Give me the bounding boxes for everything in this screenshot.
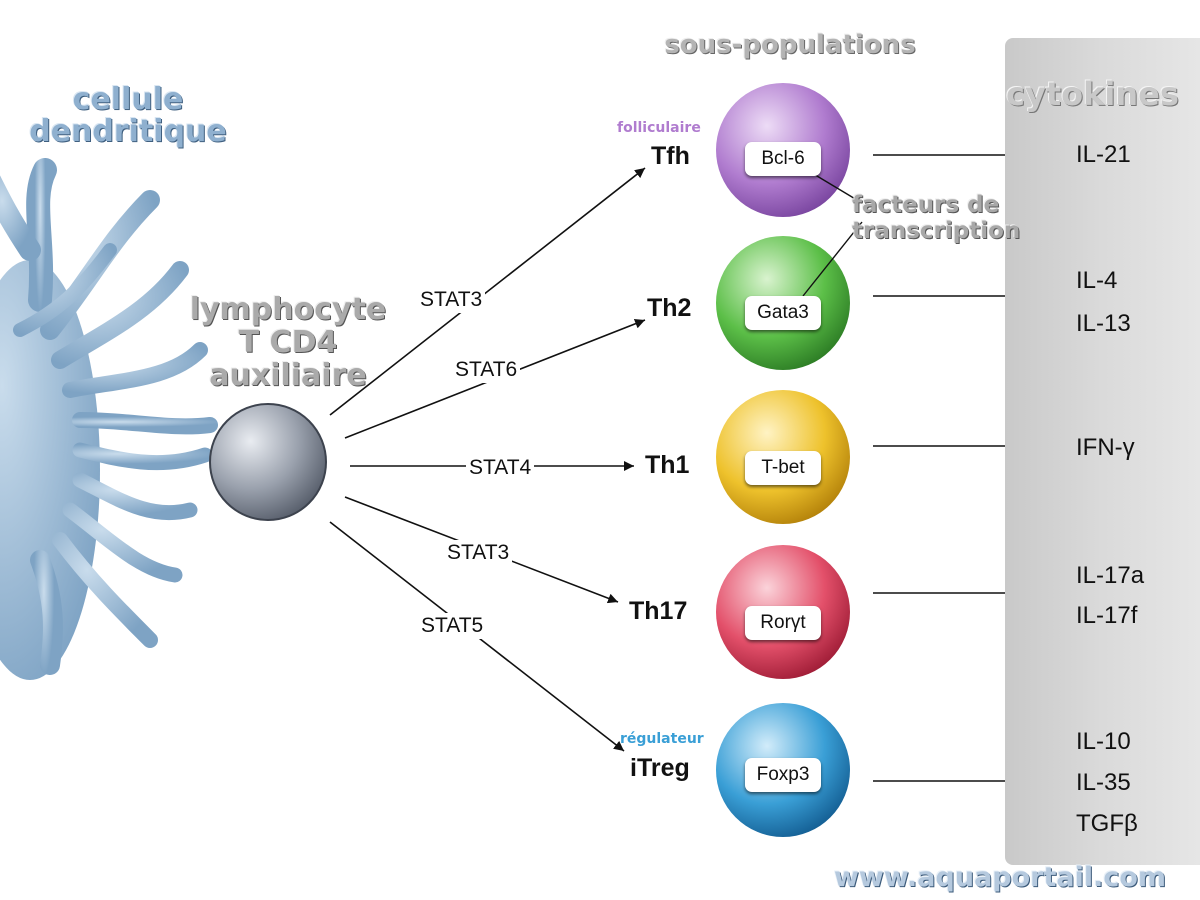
- cytokine-il10: IL-10: [1076, 728, 1131, 755]
- th1-name: Th1: [645, 451, 690, 479]
- tf-label-bcl6: Bcl-6: [745, 142, 821, 176]
- subpopulations-title: sous-populations: [664, 30, 916, 60]
- cytokine-il17a: IL-17a: [1076, 562, 1145, 589]
- lymphocyte-cell: [209, 403, 327, 521]
- tf-label-rorgt: Rorγt: [745, 606, 821, 640]
- tf-label-gata3: Gata3: [745, 296, 821, 330]
- transcription-factors-line1: facteurs de: [852, 192, 1000, 218]
- itreg-qualifier: régulateur: [620, 731, 704, 747]
- cytokine-il13: IL-13: [1076, 310, 1131, 337]
- lymphocyte-title: lymphocyte T CD4 auxiliaire: [168, 293, 408, 392]
- transcription-factors-title: facteurs de transcription: [852, 192, 1052, 244]
- stat-label-tfh: STAT3: [417, 287, 486, 313]
- stat-label-th1: STAT4: [466, 455, 535, 481]
- transcription-factors-line2: transcription: [852, 218, 1021, 244]
- cytokine-il21: IL-21: [1076, 141, 1131, 168]
- tfh-name: Tfh: [651, 142, 690, 170]
- cytokine-il4: IL-4: [1076, 267, 1118, 294]
- tf-label-foxp3: Foxp3: [745, 758, 821, 792]
- watermark-url: www.aquaportail.com: [833, 862, 1167, 893]
- cytokine-il17f: IL-17f: [1076, 602, 1138, 629]
- lymphocyte-title-line3: auxiliaire: [209, 358, 367, 393]
- cytokines-title: cytokines: [1006, 75, 1179, 113]
- cytokine-il35: IL-35: [1076, 769, 1131, 796]
- dendritic-cell-title: cellule dendritique: [29, 82, 227, 149]
- tf-pointer-lines: [802, 172, 863, 297]
- th2-name: Th2: [647, 294, 692, 322]
- cytokines-panel: [1005, 38, 1200, 865]
- tfh-qualifier: folliculaire: [617, 120, 701, 136]
- tf-label-tbet: T-bet: [745, 451, 821, 485]
- th17-name: Th17: [629, 597, 688, 625]
- lymphocyte-title-line1: lymphocyte: [189, 292, 387, 327]
- stat-label-th2: STAT6: [452, 357, 521, 383]
- stat-label-itreg: STAT5: [418, 613, 487, 639]
- cytokine-ifng: IFN-γ: [1076, 434, 1135, 461]
- dendritic-cell-graphic: [0, 158, 218, 680]
- cytokine-tgfb: TGFβ: [1076, 810, 1138, 837]
- lymphocyte-title-line2: T CD4: [238, 325, 338, 360]
- stat-label-th17: STAT3: [444, 540, 513, 566]
- itreg-name: iTreg: [630, 754, 690, 782]
